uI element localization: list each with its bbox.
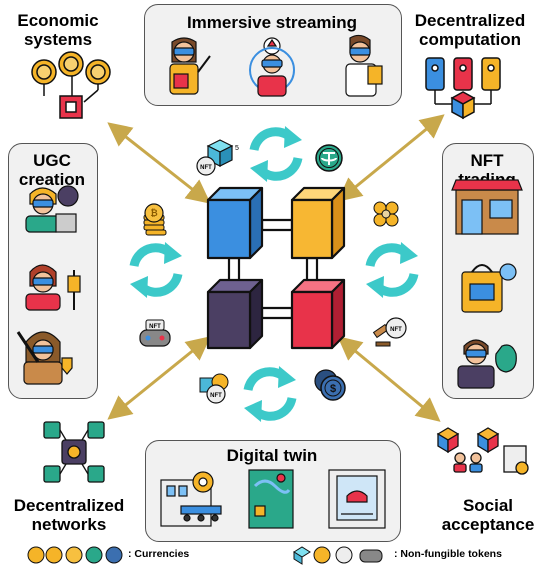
arrow-networks xyxy=(107,336,211,420)
ugc-creation-label: UGC creation xyxy=(18,151,86,189)
nft-legend-label: : Non-fungible tokens xyxy=(394,548,502,560)
svg-text:$: $ xyxy=(330,383,336,395)
scientist-vr-icon xyxy=(345,34,383,97)
nft-investor-vr-icon xyxy=(457,339,517,389)
svg-text:NFT: NFT xyxy=(200,165,212,171)
digital-twin-label: Digital twin xyxy=(226,446,318,465)
arrow-social xyxy=(337,336,441,422)
decentralized-networks-label: Decentralized networks xyxy=(13,496,125,534)
immersive-streaming-label: Immersive streaming xyxy=(186,13,358,32)
designer-vr-icon xyxy=(25,264,81,311)
nft-coins-icon: NFT xyxy=(199,373,229,404)
nft-trading-icons xyxy=(451,179,523,389)
social-acceptance-label: Social acceptance xyxy=(441,496,535,534)
nft-legend-icons xyxy=(293,546,383,565)
computation-icon xyxy=(425,57,501,120)
tether-coin-icon xyxy=(315,144,343,172)
decentralized-computation-label: Decentralized computation xyxy=(414,11,526,49)
ugc-figures xyxy=(16,185,81,385)
crypto-coins-icon xyxy=(373,201,399,227)
nft-shop-icon xyxy=(451,179,523,235)
economic-coins-icon xyxy=(31,51,111,119)
svg-text:NFT: NFT xyxy=(390,327,402,333)
streaming-figures xyxy=(169,34,383,97)
networks-icon xyxy=(43,421,105,483)
dollar-coin-icon: $ xyxy=(314,369,346,401)
digital-twin-icons xyxy=(160,469,386,529)
map-board-icon xyxy=(248,469,294,529)
currency-legend-icons xyxy=(27,546,123,564)
economic-systems-label: Economic systems xyxy=(17,11,99,49)
nft-cube-icon: NFT 5 xyxy=(196,139,239,176)
teacher-vr-icon xyxy=(169,37,211,95)
nft-gamepad-icon: NFT xyxy=(139,319,171,347)
arrow-computation xyxy=(337,114,445,202)
social-icon xyxy=(436,427,529,475)
warrior-vr-icon xyxy=(16,331,73,385)
svg-text:NFT: NFT xyxy=(210,393,222,399)
svg-text:5: 5 xyxy=(235,145,239,152)
arrow-economic xyxy=(107,122,211,204)
svg-text:₿: ₿ xyxy=(150,208,157,218)
currencies-legend-label: : Currencies xyxy=(128,548,190,560)
factory-icon xyxy=(160,471,222,527)
svg-text:NFT: NFT xyxy=(149,324,161,330)
explorer-vr-icon xyxy=(249,37,295,97)
blueprint-icon xyxy=(328,469,386,529)
nft-auction-icon: NFT xyxy=(372,317,407,347)
creator-laptop-vr-icon xyxy=(25,185,79,233)
bitcoin-coins-icon: ₿ xyxy=(143,203,167,236)
nft-shopping-bag-icon xyxy=(461,263,517,313)
